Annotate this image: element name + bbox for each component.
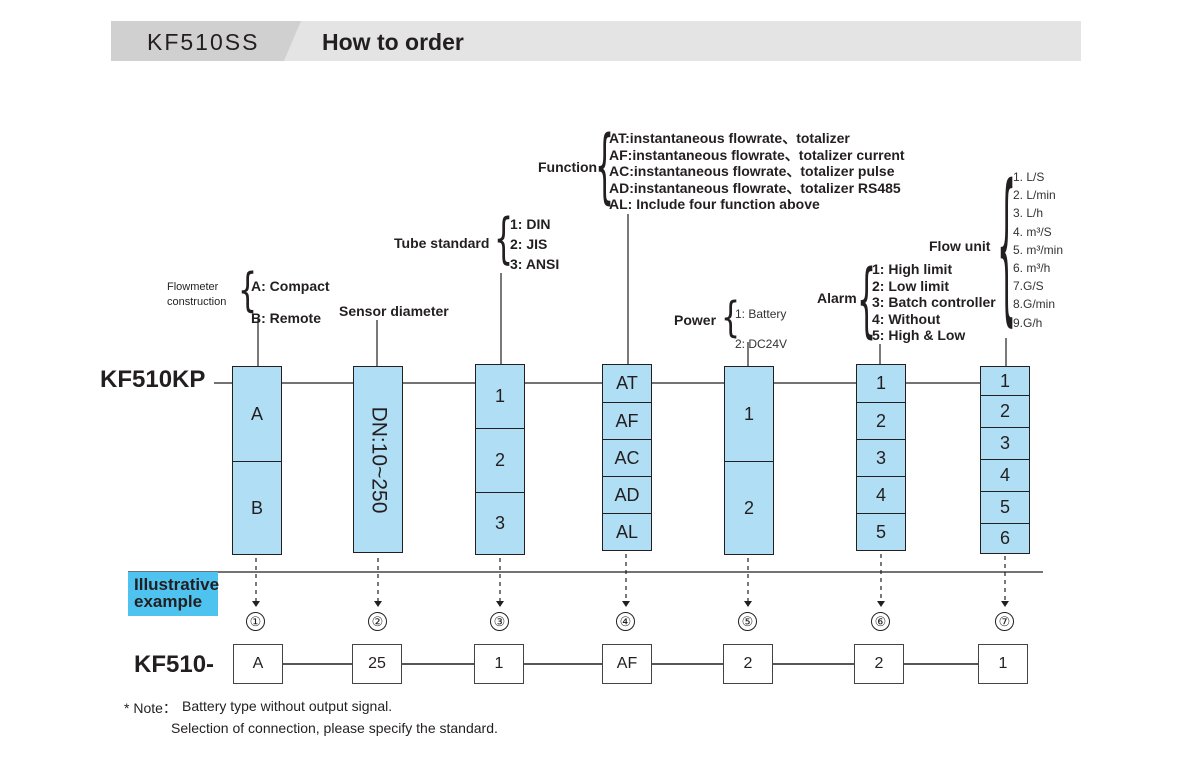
cell-unit-6: 6 — [981, 523, 1029, 553]
note-line-2: Selection of connection, please specify … — [171, 720, 498, 736]
header-title: How to order — [322, 29, 464, 55]
note-line-1: Battery type without output signal. — [182, 698, 393, 714]
circle-number-3: ③ — [490, 612, 509, 631]
cell-function-af: AF — [603, 402, 651, 439]
label-tube-standard: Tube standard — [394, 235, 490, 251]
circle-number-4: ④ — [616, 612, 635, 631]
header-tab — [111, 21, 301, 61]
cell-tube-2: 2 — [476, 428, 524, 492]
label-flowmeter-construction: Flowmeter construction — [167, 281, 227, 308]
column-alarm: 1 2 3 4 5 — [856, 364, 906, 551]
options-tube-standard: 1: DIN 2: JIS 3: ANSI — [510, 216, 560, 272]
options-power: 1: Battery 2: DC24V — [735, 307, 788, 351]
circle-number-6: ⑥ — [871, 612, 890, 631]
cell-unit-5: 5 — [981, 491, 1029, 523]
brace-flow-unit: { — [997, 153, 1017, 346]
column-tube-standard: 1 2 3 — [475, 364, 525, 555]
cell-unit-1: 1 — [999, 370, 1010, 391]
column-function: AT AF AC AD AL — [602, 364, 652, 551]
cell-construction-a: A — [250, 403, 263, 424]
example-box-4: AF — [602, 644, 652, 684]
cell-alarm-3: 3 — [857, 439, 905, 476]
options-flow-unit: 1. L/S 2. L/min 3. L/h 4. m³/S 5. m³/min… — [1013, 170, 1064, 330]
cell-function-al: AL — [603, 513, 651, 550]
note-prefix: * Note： — [124, 700, 177, 716]
circle-number-5: ⑤ — [738, 612, 757, 631]
arrow-heads — [252, 601, 1009, 607]
label-alarm: Alarm — [817, 290, 857, 306]
header-model: KF510SS — [147, 29, 260, 55]
label-sensor-diameter: Sensor diameter — [339, 303, 449, 319]
brace-function: { — [595, 119, 615, 215]
cell-unit-4: 4 — [981, 459, 1029, 491]
dashed-arrows — [255, 554, 1006, 602]
sensor-diameter-range: DN:10~250 — [367, 406, 391, 513]
example-box-6: 2 — [854, 644, 904, 684]
cell-construction-b: B — [233, 461, 281, 554]
circle-number-7: ⑦ — [995, 612, 1014, 631]
cell-function-at: AT — [616, 373, 638, 393]
options-alarm: 1: High limit 2: Low limit 3: Batch cont… — [872, 261, 996, 343]
cell-unit-2: 2 — [981, 395, 1029, 427]
cell-function-ad: AD — [603, 476, 651, 513]
column-construction: A B — [232, 366, 282, 555]
example-box-1: A — [233, 644, 283, 684]
illustrative-label: Illustrative example — [134, 575, 220, 611]
brace-tube-standard: { — [494, 208, 514, 272]
options-function: AT:instantaneous flowrate、totalizer AF:i… — [609, 130, 905, 212]
circle-number-2: ② — [368, 612, 387, 631]
column-flow-unit: 1 2 3 4 5 6 — [980, 366, 1030, 554]
example-box-3: 1 — [474, 644, 524, 684]
example-box-2: 25 — [352, 644, 402, 684]
cell-alarm-5: 5 — [857, 513, 905, 550]
options-construction: A: Compact B: Remote — [251, 278, 330, 326]
example-prefix: KF510- — [134, 651, 215, 678]
brace-alarm: { — [857, 253, 877, 349]
label-power: Power — [674, 312, 717, 328]
brace-construction: { — [238, 264, 258, 319]
label-flow-unit: Flow unit — [929, 238, 991, 254]
model-label: KF510KP — [100, 366, 206, 393]
cell-alarm-1: 1 — [875, 373, 886, 393]
label-function: Function — [538, 159, 598, 175]
cell-tube-1: 1 — [494, 386, 505, 406]
cell-unit-3: 3 — [981, 427, 1029, 459]
cell-alarm-2: 2 — [857, 402, 905, 439]
example-box-5: 2 — [723, 644, 773, 684]
illustrative-badge — [128, 572, 218, 616]
brace-power: { — [721, 293, 741, 343]
cell-alarm-4: 4 — [857, 476, 905, 513]
column-sensor-diameter: DN:10~250 — [353, 366, 403, 553]
cell-power-1: 1 — [743, 403, 754, 424]
circle-number-1: ① — [246, 612, 265, 631]
cell-tube-3: 3 — [476, 492, 524, 554]
cell-function-ac: AC — [603, 439, 651, 476]
column-power: 1 2 — [724, 366, 774, 555]
cell-power-2: 2 — [725, 461, 773, 554]
example-box-7: 1 — [978, 644, 1028, 684]
